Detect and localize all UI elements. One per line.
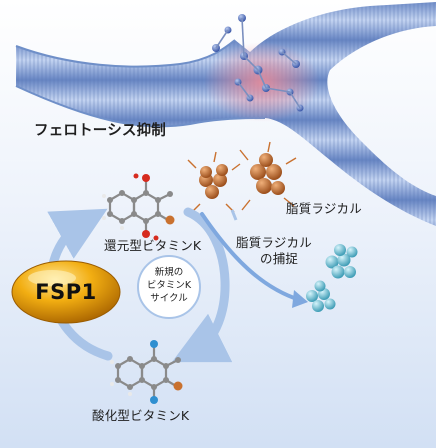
cell-membrane-icon xyxy=(15,2,436,226)
vitamin-k-cycle-label: 新規の ビタミンK サイクル xyxy=(137,266,201,305)
vitamin-k-cycle-badge xyxy=(137,255,201,319)
stress-glow xyxy=(204,42,320,122)
lipid-radical-label: 脂質ラジカル xyxy=(286,201,362,216)
oxidized-vitamin-k-label: 酸化型ビタミンK xyxy=(92,408,190,423)
reduced-vitamin-k-label: 還元型ビタミンK xyxy=(104,238,202,253)
lipid-radical-icon xyxy=(187,141,297,213)
cycle-label-line1: 新規の xyxy=(154,267,184,278)
lipid-radical-capture-label-line1: 脂質ラジカル xyxy=(236,235,312,250)
fsp1-highlight xyxy=(28,270,76,286)
peroxidized-lipid-icon xyxy=(212,14,304,112)
ferroptosis-suppression-label: フェロトーシス抑制 xyxy=(34,123,167,139)
radical-capture-arrowhead xyxy=(292,290,308,308)
cycle-label-line3: サイクル xyxy=(150,293,188,304)
oxidized-vitamin-k-molecule-icon xyxy=(110,340,183,404)
radical-capture-arrow xyxy=(200,212,302,302)
cycle-label-line2: ビタミンK xyxy=(146,280,192,291)
reduced-vitamin-k-molecule-icon xyxy=(102,173,175,241)
radical-connector xyxy=(230,209,238,221)
lipid-radical-capture-label-line2: の捕捉 xyxy=(260,251,299,266)
fsp1-label: FSP1 xyxy=(35,280,97,304)
captured-radical-icon xyxy=(306,244,358,312)
